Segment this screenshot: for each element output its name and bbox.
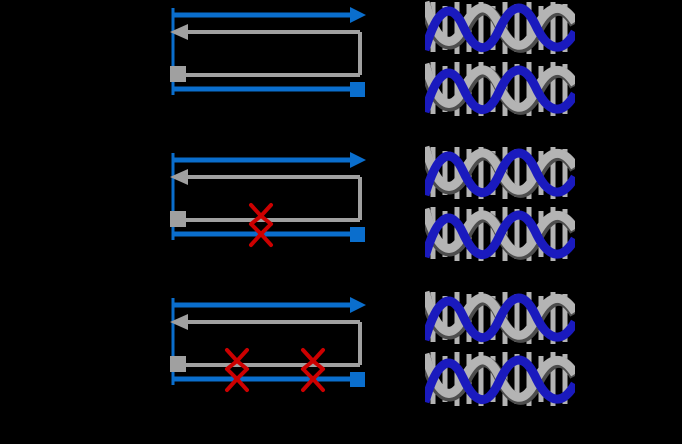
helix-strand-blue: [425, 355, 575, 405]
helix-strand-blue: [425, 3, 575, 53]
helix-row-bottom: [425, 352, 575, 406]
gray-chromatid-outline: [186, 320, 362, 367]
panel-2-svg: [170, 152, 366, 247]
dna-double-helix-svg: [425, 290, 575, 406]
helix-row-top: [425, 145, 575, 199]
panel-3-strand-diagram: [0, 290, 400, 435]
gray-square-marker: [170, 211, 186, 227]
helix-strand-blue: [425, 210, 575, 260]
panel-1-svg: [170, 7, 366, 97]
helix-strand-blue: [425, 293, 575, 343]
gray-chromatid-outline: [186, 30, 362, 77]
panel-no-crossover: [0, 0, 682, 145]
panel-2-dna-helix: [425, 145, 580, 265]
dna-double-helix-svg: [425, 145, 575, 261]
crossover-mark-1: [249, 203, 273, 247]
blue-right-arrow: [173, 7, 366, 23]
helix-row-bottom: [425, 207, 575, 261]
crossover-group: [225, 348, 325, 392]
panel-3-svg: [170, 297, 366, 392]
crossover-mark-2: [301, 348, 325, 392]
panel-1-strand-diagram: [0, 0, 400, 145]
helix-strand-blue: [425, 65, 575, 115]
blue-square-marker: [350, 227, 365, 242]
helix-row-top: [425, 290, 575, 344]
helix-row-bottom: [425, 62, 575, 116]
blue-square-marker: [350, 82, 365, 97]
gray-left-arrowhead: [170, 314, 188, 330]
dna-double-helix-svg: [425, 0, 575, 116]
crossover-group: [249, 203, 273, 247]
gray-left-arrowhead: [170, 169, 188, 185]
gray-chromatid-outline: [186, 175, 362, 222]
crossover-mark-1: [225, 348, 249, 392]
helix-strand-blue: [425, 148, 575, 198]
helix-row-top: [425, 0, 575, 54]
blue-square-marker: [350, 372, 365, 387]
panel-1-dna-helix: [425, 0, 580, 120]
panel-3-dna-helix: [425, 290, 580, 410]
blue-right-arrow: [173, 297, 366, 313]
gray-left-arrowhead: [170, 24, 188, 40]
panel-double-crossover: [0, 290, 682, 435]
gray-square-marker: [170, 66, 186, 82]
panel-2-strand-diagram: [0, 145, 400, 290]
blue-right-arrow: [173, 152, 366, 168]
gray-square-marker: [170, 356, 186, 372]
panel-single-crossover: [0, 145, 682, 290]
